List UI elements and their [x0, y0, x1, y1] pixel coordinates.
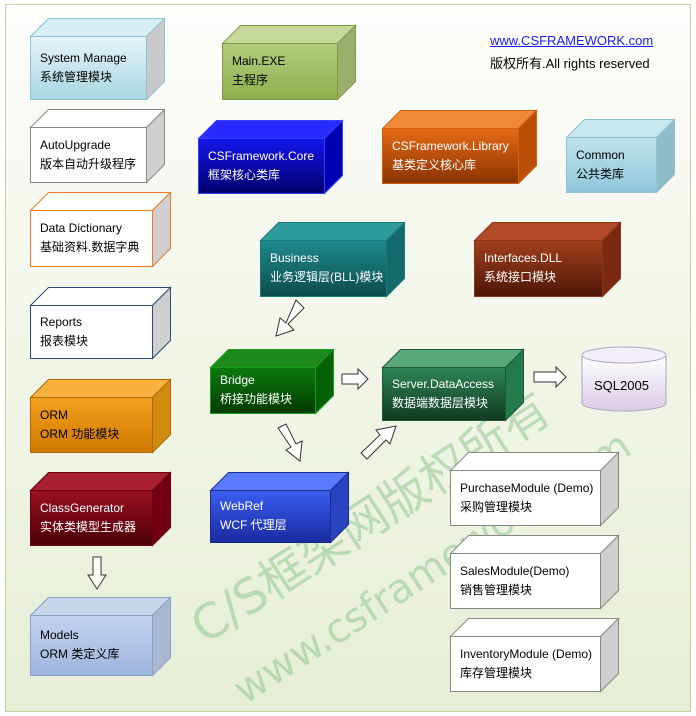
box-shape: [29, 17, 166, 101]
box-title: System Manage: [40, 50, 127, 65]
copyright-text: 版权所有.All rights reserved: [490, 56, 650, 71]
box-title: AutoUpgrade: [40, 137, 111, 152]
box-shape: [29, 286, 172, 360]
box-title: InventoryModule (Demo): [460, 646, 593, 661]
box-shape: [29, 596, 172, 677]
box-subtitle: 库存管理模块: [460, 665, 533, 680]
box-shape: [29, 191, 172, 268]
box-subtitle: 基类定义核心库: [392, 157, 477, 172]
box-title: Reports: [40, 314, 83, 329]
arrow-bridge-to-serverda: [341, 367, 369, 391]
box-title: PurchaseModule (Demo): [460, 480, 594, 495]
box-title: ClassGenerator: [40, 500, 125, 515]
box-shape: [209, 471, 350, 544]
box-shape: [197, 119, 344, 195]
box-subtitle: 主程序: [232, 73, 269, 87]
box-sales-module: SalesModule(Demo) 销售管理模块: [449, 534, 620, 610]
box-subtitle: 公共类库: [576, 166, 625, 181]
box-title: Interfaces.DLL: [484, 251, 563, 265]
box-subtitle: 桥接功能模块: [220, 392, 293, 406]
box-shape: [29, 108, 166, 184]
box-interfaces-dll: Interfaces.DLL 系统接口模块: [473, 221, 622, 298]
box-shape: [449, 451, 620, 527]
box-subtitle: ORM 类定义库: [40, 647, 120, 661]
box-title: Common: [576, 147, 625, 162]
box-subtitle: 版本自动升级程序: [40, 156, 137, 171]
box-title: Server.DataAccess: [392, 376, 495, 391]
box-subtitle: 基础资料.数据字典: [40, 240, 140, 254]
box-title: ORM: [40, 407, 68, 422]
box-title: SalesModule(Demo): [460, 563, 570, 578]
box-subtitle: 框架核心类库: [208, 167, 281, 182]
box-title: Main.EXE: [232, 54, 286, 68]
arrow-classgen-to-models: [87, 556, 107, 590]
box-title: CSFramework.Core: [208, 148, 315, 163]
box-title: Bridge: [220, 373, 255, 387]
box-title: Business: [270, 251, 319, 265]
website-link[interactable]: www.CSFRAMEWORK.com: [490, 33, 654, 48]
box-subtitle: 系统接口模块: [484, 270, 557, 284]
box-bridge: Bridge 桥接功能模块: [209, 348, 335, 415]
arrow-serverda-to-sql: [533, 365, 567, 389]
box-orm: ORM ORM 功能模块: [29, 378, 172, 454]
box-purchase-module: PurchaseModule (Demo) 采购管理模块: [449, 451, 620, 527]
box-subtitle: 采购管理模块: [460, 499, 533, 514]
box-subtitle: ORM 功能模块: [40, 426, 120, 441]
box-class-generator: ClassGenerator 实体类模型生成器: [29, 471, 172, 547]
box-subtitle: WCF 代理层: [220, 518, 287, 532]
box-csframework-core: CSFramework.Core 框架核心类库: [197, 119, 344, 195]
box-shape: [29, 471, 172, 547]
box-server-dataaccess: Server.DataAccess 数据端数据层模块: [381, 348, 525, 422]
box-inventory-module: InventoryModule (Demo) 库存管理模块: [449, 617, 620, 693]
box-subtitle: 业务逻辑层(BLL)模块: [270, 270, 384, 284]
box-subtitle: 销售管理模块: [460, 582, 533, 597]
box-shape: [565, 118, 676, 194]
box-subtitle: 报表模块: [40, 333, 89, 348]
box-shape: [259, 221, 406, 298]
box-shape: [209, 348, 335, 415]
arrow-webref-to-serverda: [360, 425, 397, 460]
box-data-dictionary: Data Dictionary 基础资料.数据字典: [29, 191, 172, 268]
box-title: WebRef: [220, 499, 264, 513]
box-shape: [29, 378, 172, 454]
box-common: Common 公共类库: [565, 118, 676, 194]
box-shape: [449, 534, 620, 610]
box-title: Data Dictionary: [40, 221, 123, 235]
box-shape: [449, 617, 620, 693]
box-title: CSFramework.Library: [392, 138, 509, 153]
box-shape: [473, 221, 622, 298]
box-subtitle: 数据端数据层模块: [392, 395, 489, 410]
box-business: Business 业务逻辑层(BLL)模块: [259, 221, 406, 298]
box-shape: [381, 348, 525, 422]
box-subtitle: 系统管理模块: [40, 69, 113, 84]
box-shape: [221, 24, 357, 101]
box-title: Models: [40, 628, 79, 642]
box-main-exe: Main.EXE 主程序: [221, 24, 357, 101]
box-subtitle: 实体类模型生成器: [40, 519, 137, 534]
box-system-manage: System Manage 系统管理模块: [29, 17, 166, 101]
box-shape: [381, 109, 538, 185]
box-auto-upgrade: AutoUpgrade 版本自动升级程序: [29, 108, 166, 184]
box-reports: Reports 报表模块: [29, 286, 172, 360]
database-sql2005: SQL2005: [581, 346, 667, 412]
arrow-bridge-to-webref: [277, 423, 303, 462]
box-csframework-library: CSFramework.Library 基类定义核心库: [381, 109, 538, 185]
arrow-business-to-bridge: [275, 299, 305, 337]
database-label: SQL2005: [594, 378, 649, 393]
